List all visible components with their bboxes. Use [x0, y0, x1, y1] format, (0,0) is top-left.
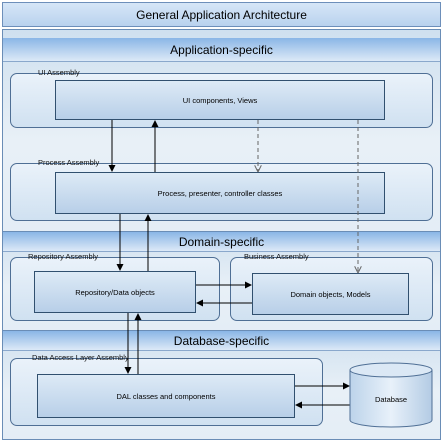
tier-domain-heading: Domain-specific — [3, 232, 440, 252]
repository-assembly-label: Repository Assembly — [28, 252, 99, 261]
business-assembly-label: Business Assembly — [244, 252, 309, 261]
process-assembly-label: Process Assembly — [38, 158, 100, 167]
dal-classes-box: DAL classes and components — [37, 374, 295, 418]
domain-objects-box: Domain objects, Models — [252, 273, 409, 315]
process-classes-box: Process, presenter, controller classes — [55, 172, 385, 214]
tier-database-heading: Database-specific — [3, 331, 440, 351]
ui-assembly-label: UI Assembly — [38, 68, 80, 77]
diagram-title: General Application Architecture — [2, 2, 441, 27]
database-label: Database — [374, 395, 408, 404]
ui-components-box: UI components, Views — [55, 80, 385, 120]
tier-application-heading: Application-specific — [3, 38, 440, 62]
database-cylinder-icon — [349, 362, 433, 428]
dal-assembly-label: Data Access Layer Assembly — [32, 353, 129, 362]
repository-objects-box: Repository/Data objects — [34, 271, 196, 313]
